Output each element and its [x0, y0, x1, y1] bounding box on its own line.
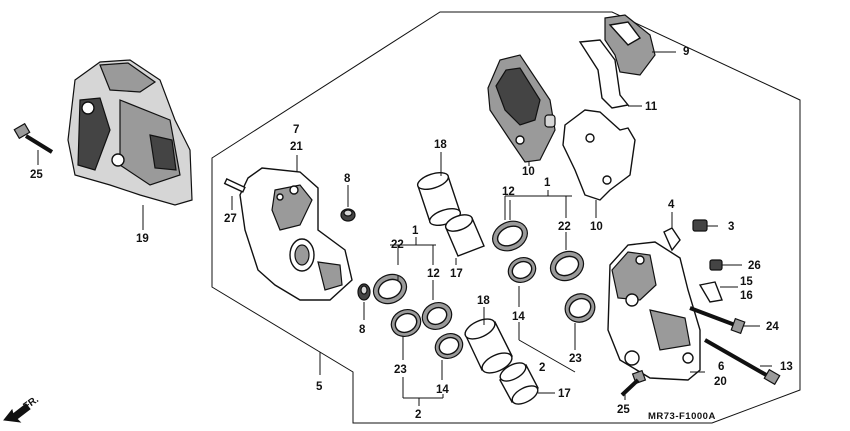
- label-7: 7: [293, 124, 299, 136]
- caliper-assembly-19: [67, 59, 193, 230]
- caliper-body-6-20: [607, 241, 705, 381]
- assembly-outline: [211, 11, 801, 424]
- bolt-25-left: [13, 122, 54, 165]
- caliper-bracket-7-21: [239, 155, 353, 301]
- label-8-upper: 8: [344, 173, 351, 185]
- label-6: 6: [718, 361, 724, 373]
- piston-17-lower: [499, 362, 555, 405]
- seal-ring-14-left: [434, 333, 464, 359]
- label-1-left: 1: [412, 225, 419, 237]
- label-10-right: 10: [590, 221, 603, 233]
- label-11: 11: [645, 101, 658, 113]
- leader-lines: [319, 190, 576, 406]
- bleeder-screw-3: [692, 219, 718, 232]
- label-22-left: 22: [391, 239, 404, 251]
- label-16: 16: [740, 290, 753, 302]
- label-1-upper: 1: [544, 177, 551, 189]
- label-17-upper: 17: [450, 268, 463, 280]
- label-2-right: 2: [539, 362, 545, 374]
- pin-24: [689, 306, 760, 335]
- label-19: 19: [136, 233, 149, 245]
- label-12-left: 12: [427, 268, 440, 280]
- label-22-right: 22: [558, 221, 571, 233]
- seal-ring-23-left: [390, 309, 422, 337]
- bolt-25-right: [620, 369, 647, 400]
- label-17-lower: 17: [558, 388, 571, 400]
- label-20: 20: [714, 376, 727, 388]
- bleeder-cap-4: [663, 212, 681, 252]
- label-15: 15: [740, 276, 753, 288]
- seal-ring-14-upper-right: [507, 257, 537, 283]
- label-14-upper: 14: [512, 311, 525, 323]
- label-13: 13: [780, 361, 793, 373]
- label-23-right: 23: [569, 353, 582, 365]
- pin-13: [704, 338, 781, 386]
- label-25-right: 25: [617, 404, 630, 416]
- label-12-upper: 12: [502, 186, 515, 198]
- drawing-code: MR73-F1000A: [648, 411, 716, 422]
- seal-ring-12-left: [421, 302, 453, 330]
- piston-18-lower: [464, 307, 513, 374]
- label-9: 9: [683, 46, 689, 58]
- piston-17-upper: [444, 214, 485, 265]
- brake-pad-10-left: [487, 54, 556, 166]
- label-24: 24: [766, 321, 779, 333]
- piston-18-upper: [416, 152, 462, 226]
- pad-clip-11: [578, 39, 642, 109]
- label-25-left: 25: [30, 169, 43, 181]
- brake-pad-10-right: [562, 109, 636, 218]
- label-21: 21: [290, 141, 303, 153]
- label-14-lower: 14: [436, 384, 449, 396]
- cap-8-lower: [357, 283, 371, 320]
- callout-labels: 9 11 10 10 7 21 8 8 27 25 25 19 18 18 12…: [30, 46, 793, 421]
- label-3: 3: [728, 221, 734, 233]
- label-5: 5: [316, 381, 323, 393]
- label-23-left: 23: [394, 364, 407, 376]
- screw-26: [709, 259, 742, 271]
- label-2-lower: 2: [415, 409, 421, 421]
- label-18-upper: 18: [434, 139, 447, 151]
- label-26: 26: [748, 260, 761, 272]
- label-8-lower: 8: [359, 324, 366, 336]
- seal-ring-22-left: [372, 273, 408, 305]
- clip-15-16: [698, 281, 738, 303]
- front-direction-arrow: FR.: [3, 394, 41, 423]
- label-18-lower: 18: [477, 295, 490, 307]
- seal-ring-23-right: [564, 293, 596, 323]
- label-4: 4: [668, 199, 675, 211]
- seal-ring-22-right: [549, 250, 585, 282]
- label-10-left: 10: [522, 166, 535, 178]
- pin-27: [223, 178, 246, 210]
- seal-ring-12-upper-right: [492, 220, 528, 252]
- pad-spring-9: [604, 14, 676, 76]
- cap-8-upper: [340, 185, 356, 222]
- label-27: 27: [224, 213, 237, 225]
